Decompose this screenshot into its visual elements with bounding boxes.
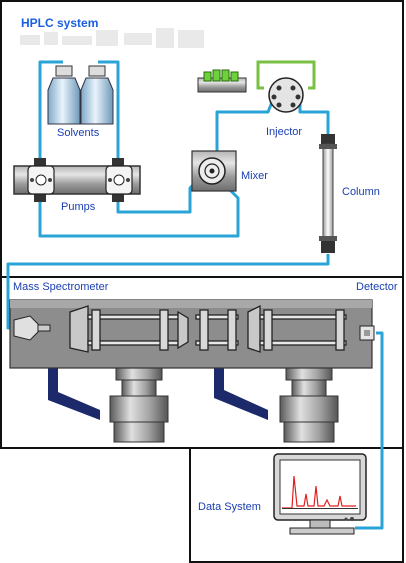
ms-ion-source	[13, 315, 51, 341]
pump-unit	[13, 158, 141, 202]
ms-analyzer	[69, 304, 347, 353]
ms-pedestal-right	[279, 365, 339, 443]
tube-injector-column	[298, 95, 330, 136]
diagram-title: HPLC system	[21, 16, 99, 30]
tube-mixer-injector	[215, 101, 274, 163]
pump-head-right	[105, 158, 133, 202]
label-solvents: Solvents	[57, 127, 100, 139]
mass-spectrometer	[9, 299, 375, 443]
ms-supports	[48, 366, 268, 420]
label-detector: Detector	[356, 281, 398, 293]
label-data-system: Data System	[198, 501, 261, 513]
vial-tray	[197, 69, 247, 93]
injector-valve	[256, 60, 316, 113]
tube-pump-left-out	[38, 180, 240, 238]
label-injector: Injector	[266, 126, 303, 138]
header-watermark	[20, 28, 204, 48]
pump-head-left	[27, 158, 55, 202]
tube-solvent-right	[98, 60, 120, 160]
label-column: Column	[342, 186, 380, 198]
data-system-computer	[273, 453, 367, 535]
tube-solvent-left	[38, 60, 63, 160]
label-mixer: Mixer	[241, 170, 268, 182]
label-mass-spectrometer: Mass Spectrometer	[13, 281, 109, 293]
solvent-bottle-right	[80, 65, 114, 125]
solvent-bottle-left	[47, 65, 81, 125]
ms-pedestal-left	[109, 365, 169, 443]
mixer	[191, 150, 237, 192]
hplc-column	[319, 134, 337, 253]
label-pumps: Pumps	[61, 201, 96, 213]
tube-detector-data	[355, 331, 384, 530]
ms-detector	[359, 325, 375, 341]
spectrum-trace	[282, 475, 356, 509]
